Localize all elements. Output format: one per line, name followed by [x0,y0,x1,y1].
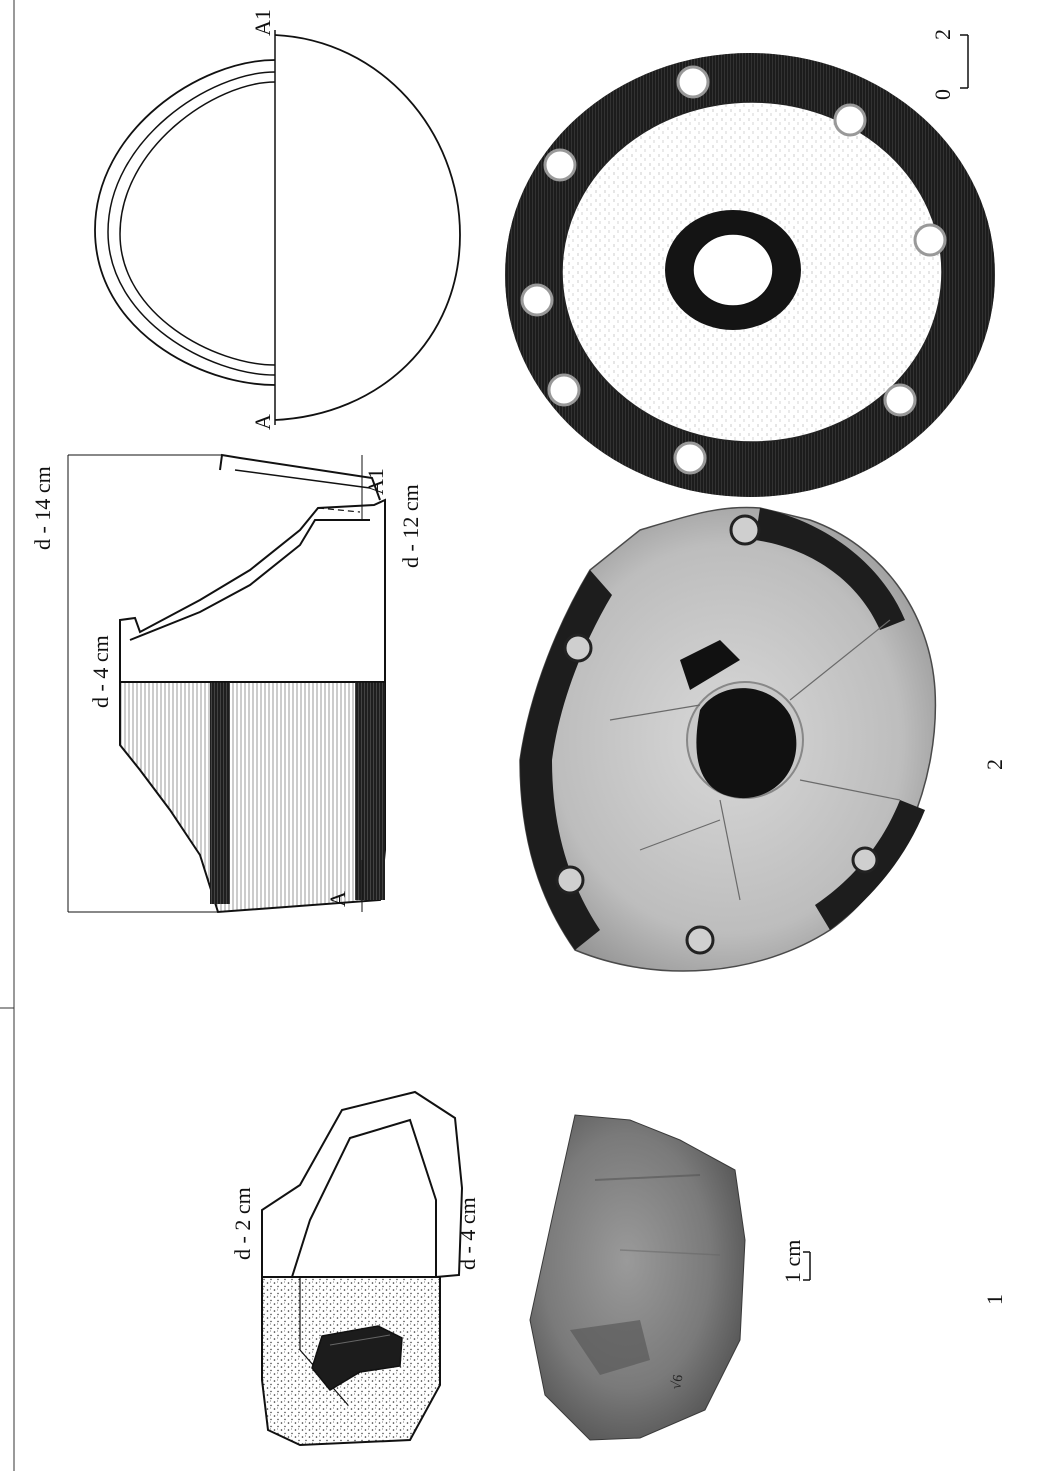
group-2-number: 2 [982,759,1007,770]
group-1-label-d-bottom: d - 4 cm [455,1197,480,1270]
group-2-plan-drawing [94,30,461,425]
group-2-label-plan-a: A [250,414,275,430]
group-2-scale-min: 0 [930,89,955,100]
group-2-label-section-a1: A1 [363,468,388,495]
group-2-reconstruction-drawing [505,53,995,497]
group-2-section-drawing [67,453,386,914]
group-1-label-d-top: d - 2 cm [230,1187,255,1260]
svg-text:√6: √6 [669,1374,686,1391]
group-2-scale-max: 2 [930,29,955,40]
group-2-dish-photo [519,506,937,972]
group-2-label-d-bottom: d - 12 cm [398,484,423,568]
group-2-label-section-a: A [325,891,350,907]
group-1-scale-label: 1 cm [780,1240,805,1283]
group-2: d - 4 cm d - 14 cm d - 12 cm A A1 A1 A [30,9,1007,972]
group-2-scale-bar: 0 2 [930,29,969,100]
group-1-fragment-photo: √6 [529,1114,746,1441]
group-1-number: 1 [982,1294,1007,1305]
group-2-label-d-span: d - 14 cm [30,466,55,550]
group-1: d - 2 cm d - 4 cm √6 1 cm 1 [230,1090,1007,1447]
group-2-label-d-top: d - 4 cm [88,635,113,708]
group-1-profile-drawing [261,1090,464,1447]
group-1-scale-bar: 1 cm [780,1240,811,1283]
group-2-label-plan-a1: A1 [250,9,275,36]
